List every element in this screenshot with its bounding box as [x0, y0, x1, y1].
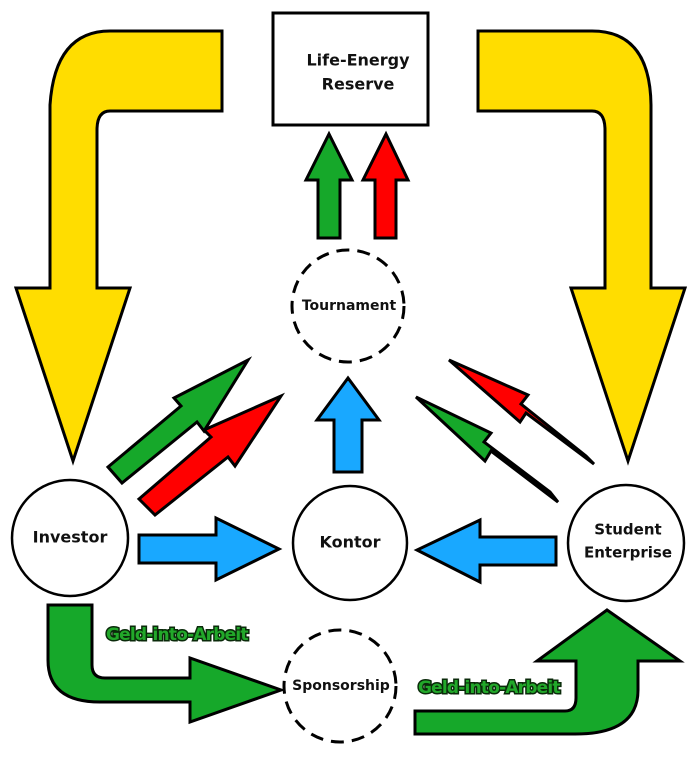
green-arrow-investor-to-tournament — [105, 356, 253, 486]
kontor-label: Kontor — [319, 533, 380, 552]
investor-node[interactable] — [10, 478, 130, 598]
red-arrow-investor-to-tournament — [136, 392, 286, 518]
geld-label-right: Geld-into-Arbeit — [418, 678, 560, 698]
green-arrow-tournament-to-reserve — [303, 130, 355, 240]
blue-arrow-student-to-kontor — [413, 517, 558, 585]
sponsorship-node[interactable] — [282, 628, 398, 744]
reserve-label-line2: Reserve — [322, 75, 395, 94]
blue-arrow-kontor-to-tournament — [314, 375, 382, 474]
reserve-label-line1: Life-Energy — [306, 51, 410, 70]
geld-label-left: Geld-into-Arbeit — [106, 625, 248, 645]
green-arrow-investor-to-sponsorship — [46, 603, 286, 725]
tournament-node[interactable] — [290, 248, 406, 364]
life-energy-reserve-box[interactable] — [271, 11, 430, 127]
kontor-node[interactable] — [291, 484, 409, 602]
green-arrow-student-to-tournament — [414, 395, 560, 504]
student-label-line2: Enterprise — [584, 544, 672, 562]
yellow-arrow-reserve-to-investor — [13, 29, 224, 466]
tournament-label: Tournament — [302, 298, 397, 314]
green-arrow-sponsorship-to-student — [413, 608, 685, 736]
red-arrow-tournament-to-reserve — [360, 130, 411, 240]
yellow-arrow-reserve-to-student — [476, 29, 688, 466]
red-arrow-student-to-tournament — [448, 358, 596, 466]
student-enterprise-node[interactable] — [566, 483, 686, 603]
investor-label: Investor — [33, 528, 108, 547]
blue-arrow-investor-to-kontor — [137, 515, 283, 583]
student-label-line1: Student — [594, 521, 661, 539]
sponsorship-label: Sponsorship — [292, 678, 390, 694]
